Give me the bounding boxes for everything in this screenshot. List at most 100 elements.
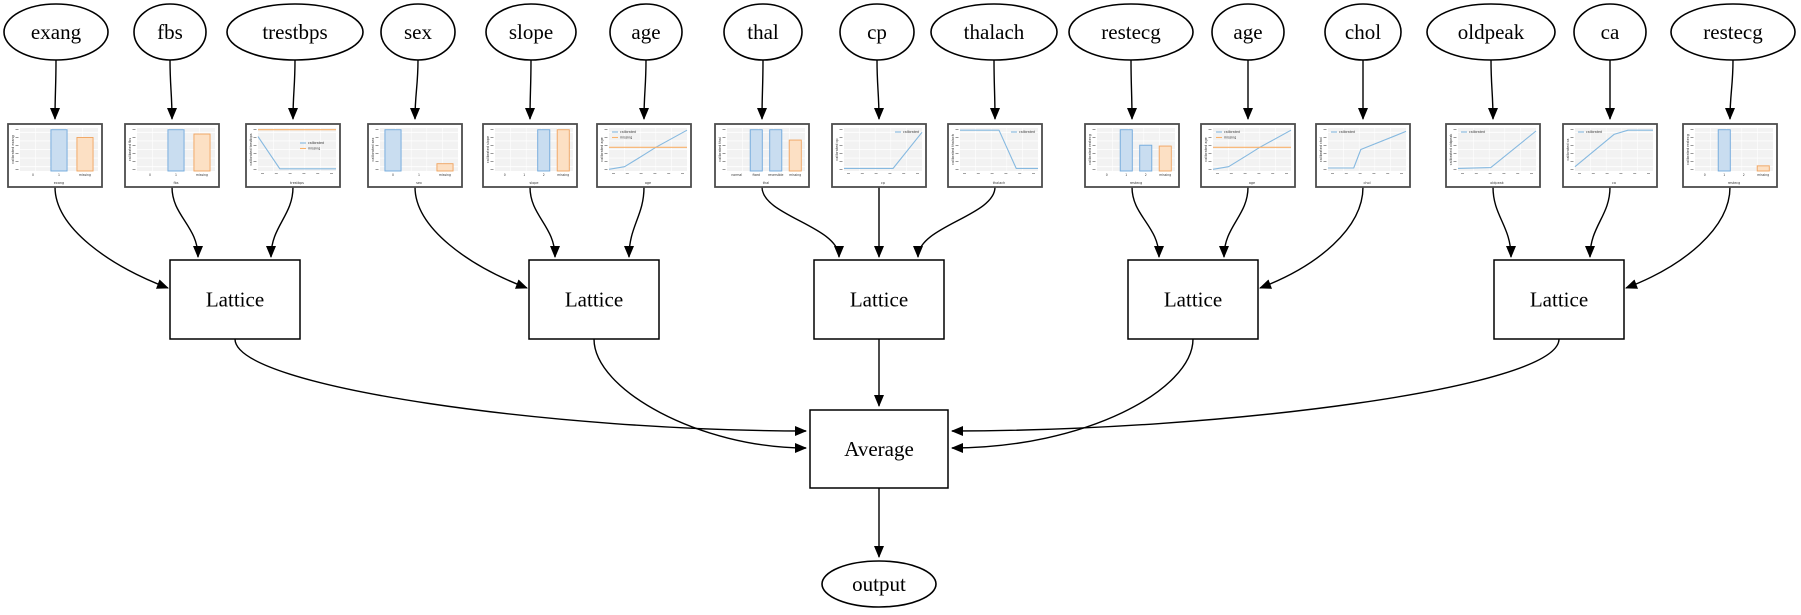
edge-feature-to-calibrator: [1725, 59, 1736, 120]
y-axis-label: calibrated chol: [1319, 137, 1323, 162]
legend-label: calibrated: [1224, 130, 1240, 134]
y-tick-mark: [1570, 137, 1574, 138]
edge-feature-to-calibrator: [50, 59, 61, 120]
y-tick-mark: [1208, 129, 1212, 130]
feature-label: fbs: [157, 20, 183, 44]
y-tick-mark: [1690, 137, 1694, 138]
y-axis-label: calibrated cp: [835, 138, 839, 160]
x-tick-mark: [1018, 173, 1022, 174]
x-tick-mark: [261, 173, 264, 174]
lattice-node-5: Lattice: [1493, 259, 1625, 340]
y-tick-mark: [1323, 129, 1327, 130]
bar-orange: [193, 133, 211, 172]
x-tick-mark: [1488, 173, 1492, 174]
feature-ellipse: [3, 3, 109, 61]
x-tick-mark: [1647, 173, 1650, 174]
x-tick-label: missing: [1159, 173, 1171, 177]
feature-label: age: [631, 20, 660, 44]
legend-label: missing: [308, 147, 320, 151]
x-axis-label: chol: [1363, 181, 1370, 185]
edge-feature-to-calibrator: [525, 59, 536, 120]
bar-orange: [76, 137, 94, 172]
edge-feature-to-calibrator: [1126, 59, 1137, 120]
x-axis-label: restecg: [1728, 181, 1741, 185]
y-axis-label: calibrated restecg: [1088, 134, 1092, 165]
feature-label: oldpeak: [1458, 20, 1525, 44]
y-tick-mark: [1092, 161, 1096, 162]
y-tick-mark: [1690, 153, 1694, 154]
x-tick-mark: [963, 173, 966, 174]
y-tick-mark: [839, 137, 843, 138]
edge-feature-to-calibrator: [410, 59, 421, 120]
y-axis-label: calibrated sex: [371, 138, 375, 162]
y-tick-mark: [375, 161, 379, 162]
x-tick-mark: [1331, 173, 1334, 174]
x-tick-label: missing: [196, 173, 208, 177]
feature-label: restecg: [1703, 20, 1763, 44]
x-tick-label: 0: [1704, 173, 1706, 177]
y-axis-label: calibrated thal: [718, 137, 722, 162]
x-tick-mark: [1257, 173, 1261, 174]
y-tick-mark: [1570, 153, 1574, 154]
edge-lattice-to-average: [593, 338, 807, 453]
y-tick-mark: [839, 153, 843, 154]
y-axis-label: calibrated restecg: [1686, 134, 1690, 165]
feature-ellipse: [1068, 3, 1194, 61]
y-axis-label: calibrated ca: [1566, 138, 1570, 160]
x-tick-mark: [1633, 173, 1637, 174]
y-tick-mark: [375, 169, 379, 170]
y-tick-mark: [839, 129, 843, 130]
y-tick-mark: [15, 137, 19, 138]
y-tick-mark: [15, 161, 19, 162]
x-tick-mark: [1516, 173, 1520, 174]
legend-label: calibrated: [1339, 130, 1355, 134]
y-tick-mark: [1208, 169, 1212, 170]
y-tick-mark: [253, 129, 257, 130]
x-tick-label: missing: [79, 173, 91, 177]
y-tick-mark: [132, 169, 136, 170]
edge-calibrator-to-lattice: [529, 186, 560, 258]
x-tick-mark: [874, 173, 878, 174]
y-tick-mark: [955, 145, 959, 146]
y-tick-mark: [1323, 137, 1327, 138]
series-line-calibrated: [1328, 130, 1407, 169]
y-tick-mark: [375, 145, 379, 146]
y-tick-mark: [1323, 161, 1327, 162]
x-tick-mark: [1400, 173, 1403, 174]
y-tick-mark: [955, 153, 959, 154]
y-tick-mark: [375, 153, 379, 154]
edge-calibrator-to-lattice: [1219, 186, 1249, 258]
x-tick-label: 0: [504, 173, 506, 177]
feature-node-fbs: fbs: [133, 3, 207, 61]
x-axis-label: slope: [529, 181, 538, 185]
y-tick-mark: [1690, 129, 1694, 130]
x-axis-label: thalach: [993, 181, 1006, 185]
y-tick-mark: [490, 153, 494, 154]
y-tick-mark: [839, 169, 843, 170]
edge-calibrator-to-lattice: [1625, 186, 1731, 289]
bar-blue: [384, 129, 402, 172]
x-tick-mark: [1578, 173, 1581, 174]
x-tick-mark: [1386, 173, 1390, 174]
feature-label: sex: [404, 20, 432, 44]
bar-orange: [788, 139, 802, 172]
x-tick-mark: [1461, 173, 1464, 174]
y-axis-label: calibrated oldpeak: [1449, 134, 1453, 166]
y-axis-label: calibrated exang: [11, 135, 15, 164]
x-tick-mark: [1372, 173, 1376, 174]
series-line-calibrated: [844, 131, 923, 169]
y-tick-mark: [1323, 145, 1327, 146]
y-tick-mark: [253, 169, 257, 170]
y-tick-mark: [1690, 169, 1694, 170]
x-tick-label: missing: [557, 173, 569, 177]
y-axis-label: calibrated thalach: [951, 134, 955, 165]
y-tick-mark: [1092, 153, 1096, 154]
edge-calibrator-to-lattice: [54, 186, 169, 289]
feature-ellipse: [1211, 3, 1285, 61]
x-tick-mark: [1530, 173, 1533, 174]
y-tick-mark: [490, 169, 494, 170]
